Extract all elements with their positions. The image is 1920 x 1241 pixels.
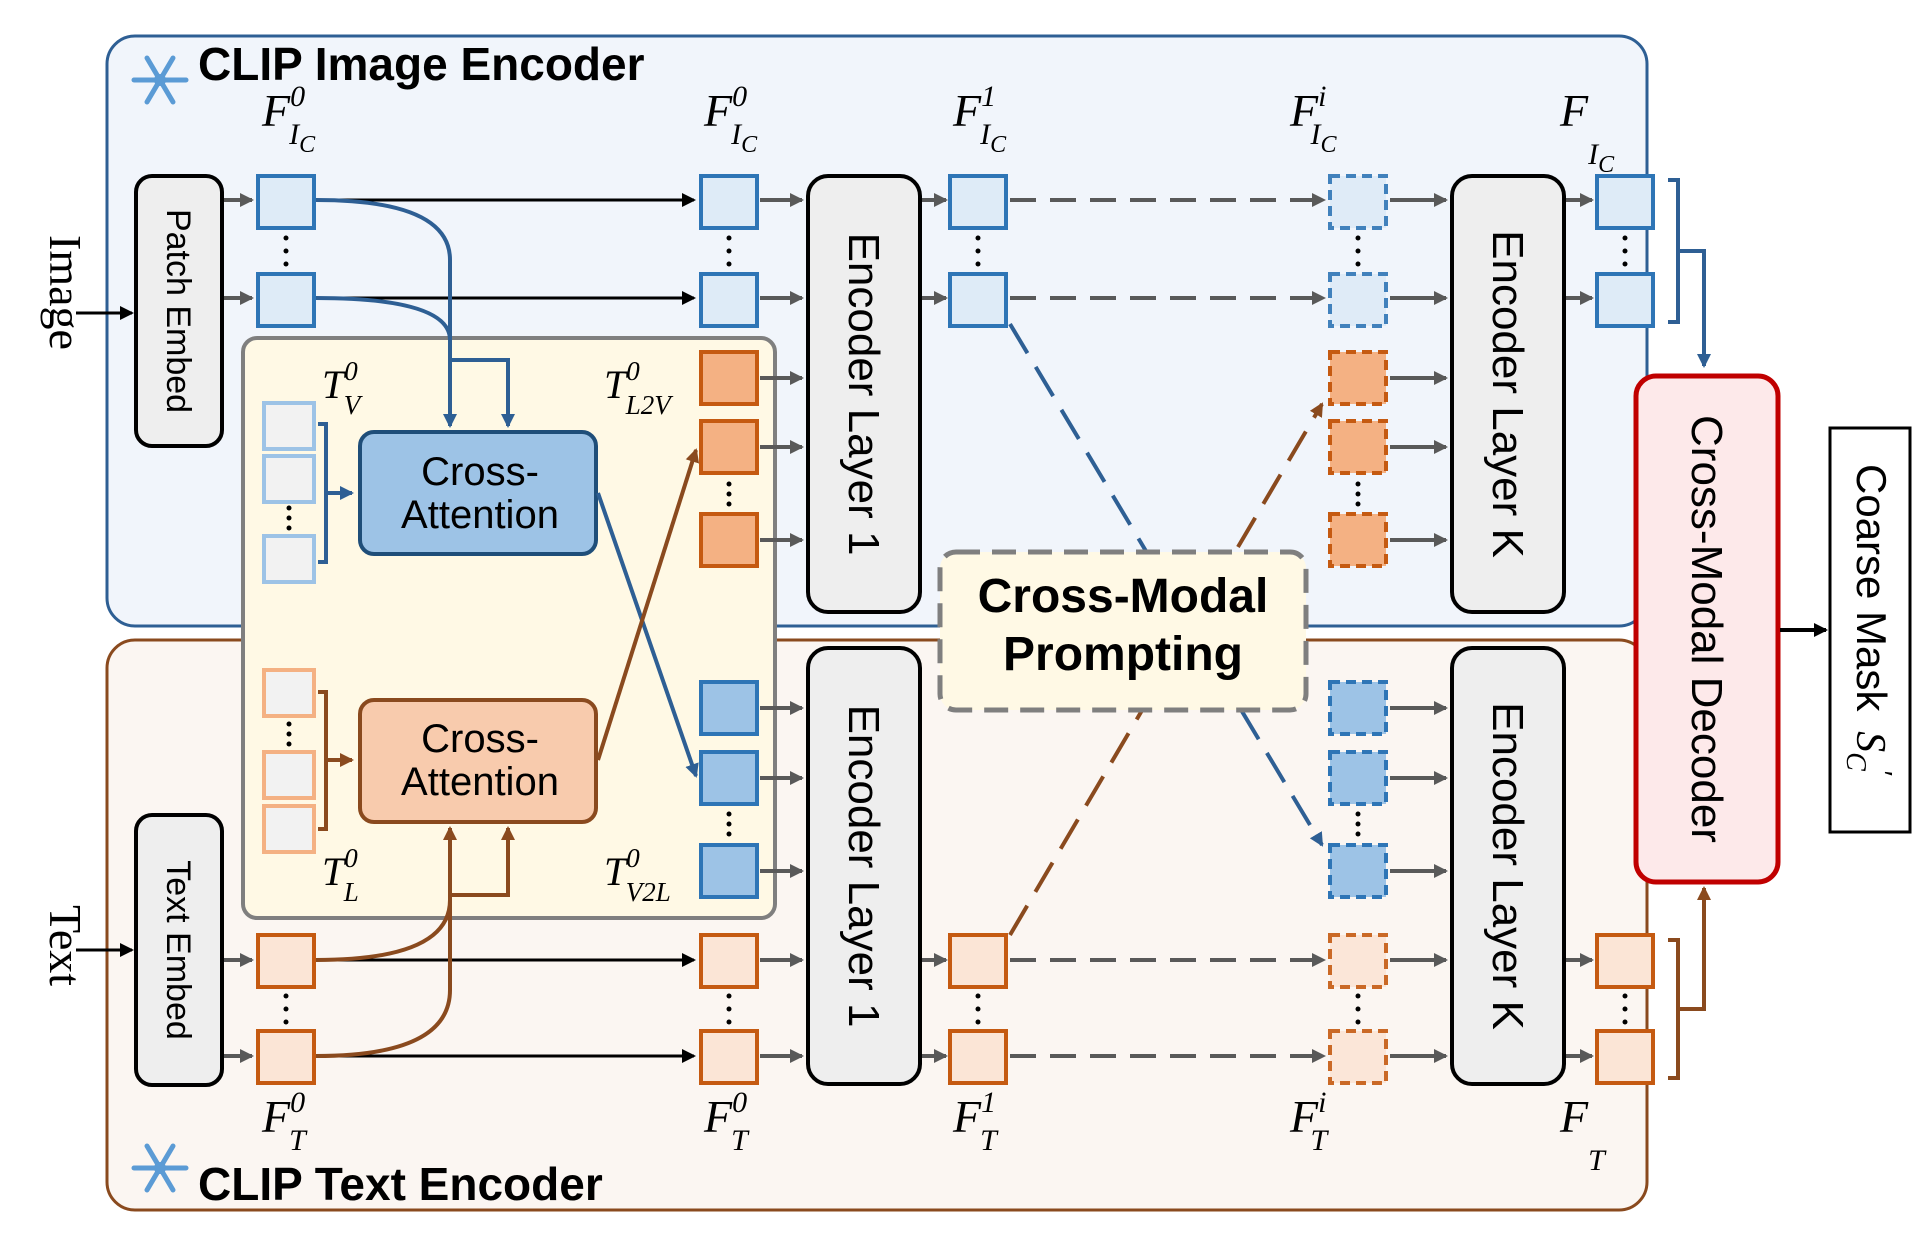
coarse-mask-box — [1828, 426, 1912, 834]
patch-embed-block — [134, 174, 224, 448]
image-input-label: Image — [40, 235, 91, 350]
text-tokens-col2 — [948, 933, 1008, 1085]
cross-modal-prompting-line2: Prompting — [1003, 628, 1243, 681]
image-encoder-title: CLIP Image Encoder — [198, 38, 645, 90]
l2v-prompt-tokens-layer-i — [1328, 350, 1388, 568]
text-embed-label: Text Embed — [159, 860, 197, 1040]
coarse-mask-prime: ′ — [1867, 771, 1898, 776]
image-cross-attention-line1: Cross- — [421, 450, 539, 494]
image-encoder-layer-1-label: Encoder Layer 1 — [839, 233, 888, 556]
text-cross-attention-line1: Cross- — [421, 717, 539, 761]
image-tokens-coli — [1328, 174, 1388, 328]
snowflake-icon — [131, 1143, 189, 1193]
snowflake-icon — [131, 55, 189, 105]
text-input-label: Text — [40, 905, 91, 986]
cross-modal-decoder-block — [1633, 373, 1781, 885]
image-tokens-col2 — [948, 174, 1008, 328]
text-embed-block — [134, 813, 224, 1087]
coarse-mask-output: Coarse Mask SC′ — [1840, 464, 1898, 776]
coarse-mask-sub: C — [1840, 752, 1871, 771]
patch-embed-label: Patch Embed — [159, 209, 197, 413]
cross-modal-prompting-line1: Cross-Modal — [978, 570, 1269, 623]
text-encoder-layer-1-label: Encoder Layer 1 — [839, 705, 888, 1028]
coarse-mask-symbol: S — [1847, 731, 1893, 752]
image-final-brace — [1668, 178, 1704, 366]
skip-arrows — [316, 193, 696, 1063]
image-tokens-col1 — [699, 174, 759, 328]
image-to-cross-attention-route — [315, 198, 457, 428]
l2v-prompt-tokens — [699, 350, 759, 568]
image-encoder-layer-1 — [806, 174, 922, 614]
text-encoder-layer-k — [1450, 646, 1566, 1086]
image-tokens-final — [1595, 174, 1655, 328]
text-prompt-tokens — [262, 668, 316, 854]
dashed-layer-arrows — [1010, 193, 1326, 1063]
visual-prompt-tokens — [262, 401, 316, 584]
image-patch-tokens-col0 — [256, 174, 316, 328]
cross-modal-prompting-box — [937, 549, 1309, 713]
text-final-brace — [1668, 888, 1704, 1080]
text-to-cross-attention-route-2 — [315, 826, 515, 1058]
text-tokens-col1 — [699, 933, 759, 1085]
coarse-mask-label: Coarse Mask — [1848, 464, 1895, 712]
v2l-prompt-tokens-layer-i — [1328, 680, 1388, 899]
text-ca-to-l2v-arrow — [596, 448, 700, 761]
cross-modal-decoder-label: Cross-Modal Decoder — [1682, 415, 1731, 843]
text-encoder-title: CLIP Text Encoder — [198, 1158, 603, 1210]
text-encoder-layer-1 — [806, 646, 922, 1086]
image-cross-attention-line2: Attention — [401, 493, 559, 537]
image-to-cross-attention-route-2 — [315, 296, 515, 428]
image-encoder-layer-k — [1450, 174, 1566, 614]
image-encoder-layer-k-label: Encoder Layer K — [1483, 230, 1532, 558]
text-feature-label: FT — [1559, 1091, 1607, 1177]
text-cross-attention-line2: Attention — [401, 760, 559, 804]
text-prompt-brace — [318, 690, 352, 831]
image-ca-to-v2l-arrow — [596, 492, 699, 778]
visual-prompt-brace — [318, 422, 352, 564]
grey-short-arrows — [224, 193, 1594, 1063]
text-tokens-final — [1595, 933, 1655, 1085]
svg-text:Coarse Mask SC′: Coarse Mask SC′ — [1840, 464, 1898, 776]
text-encoder-layer-k-label: Encoder Layer K — [1483, 702, 1532, 1030]
image-feature-label: FIC — [1559, 85, 1615, 178]
v2l-prompt-tokens — [699, 680, 759, 899]
ellipsis-dots — [283, 235, 1628, 1025]
text-tokens-coli — [1328, 933, 1388, 1085]
text-tokens-col0 — [256, 933, 316, 1085]
